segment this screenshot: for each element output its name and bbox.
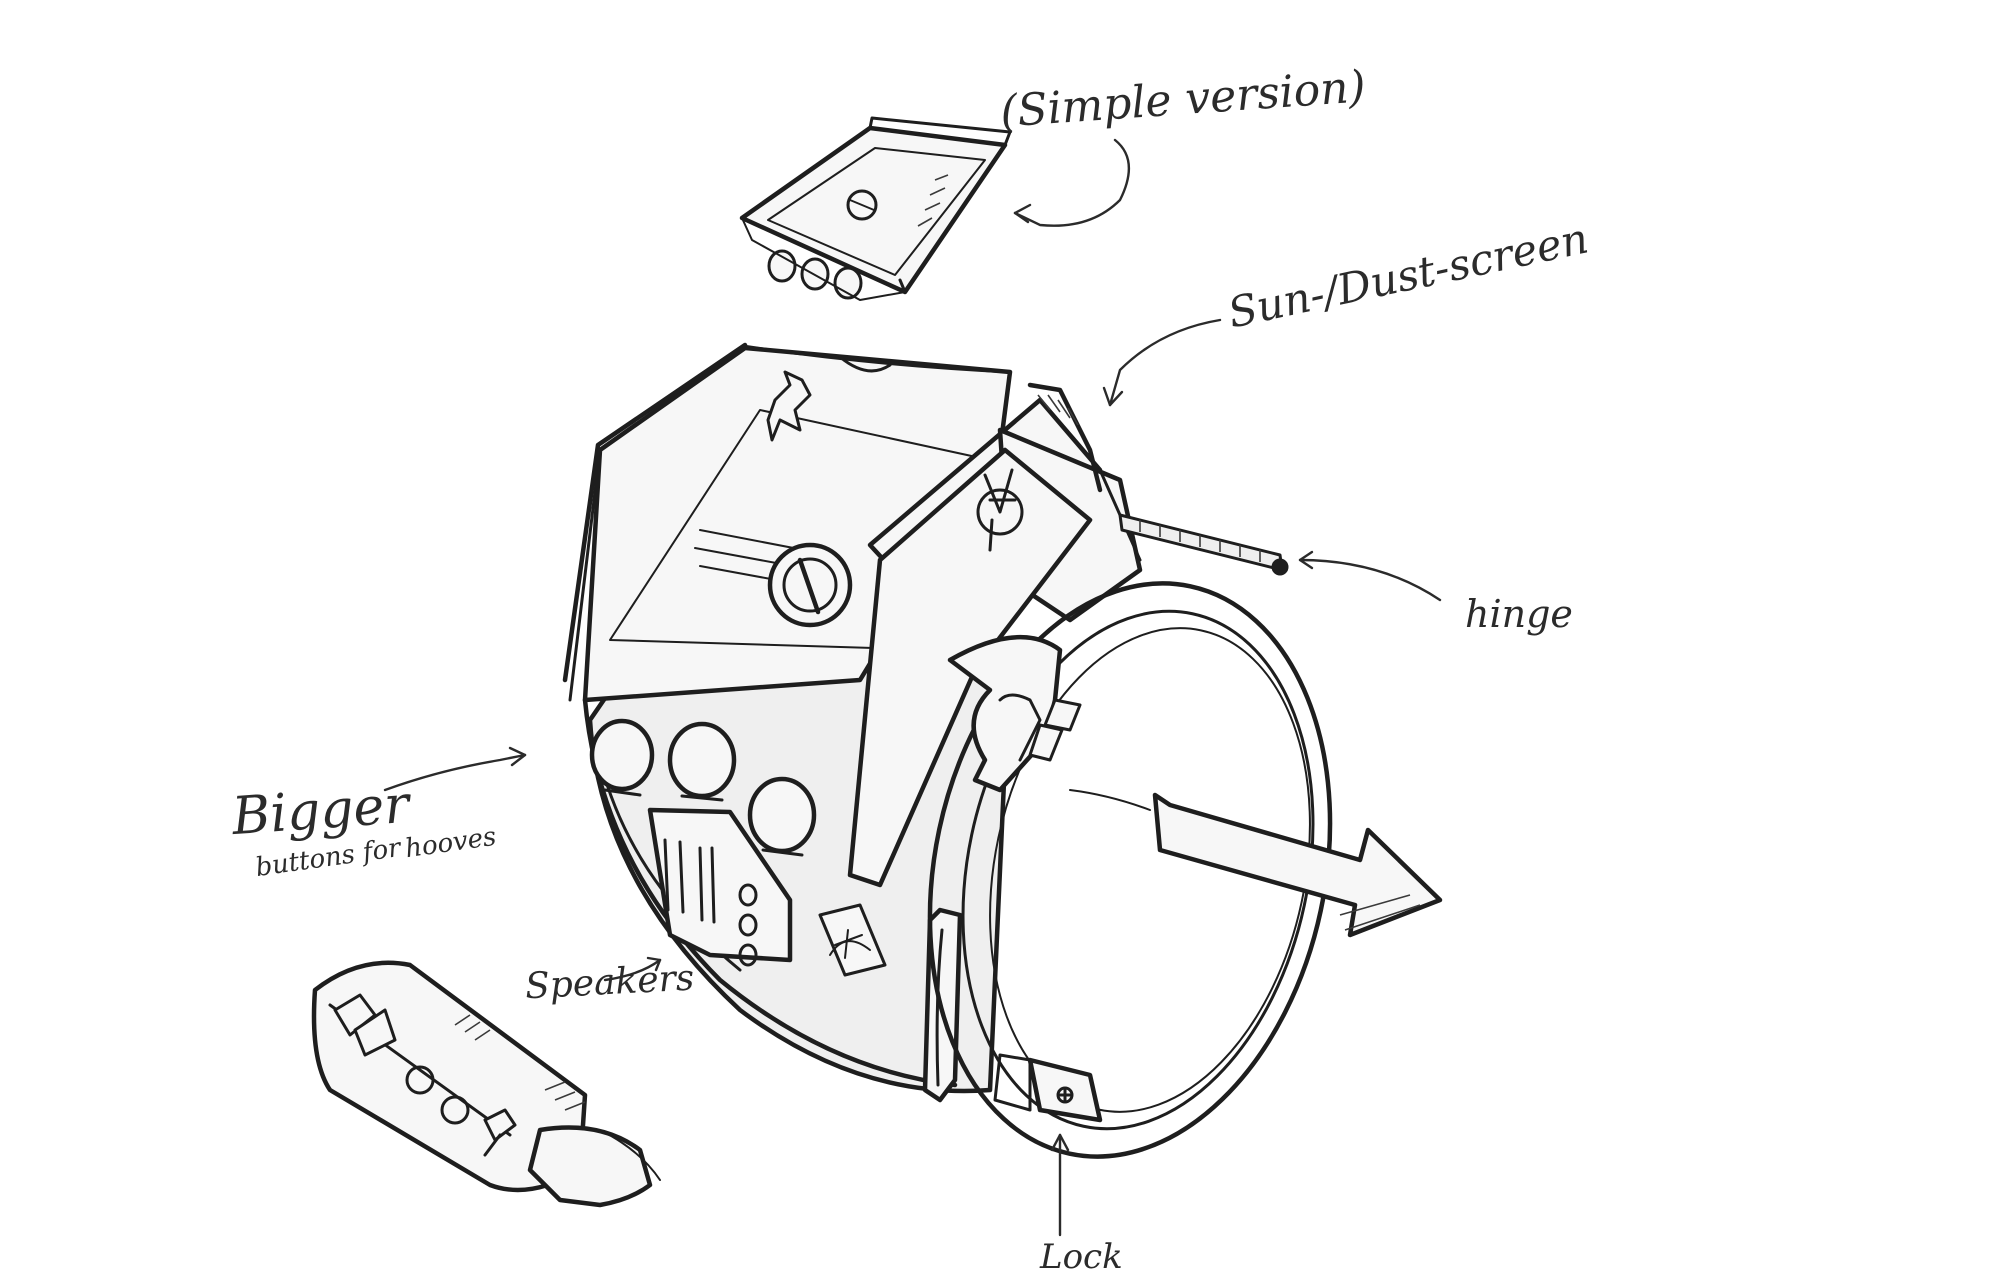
label-lock: Lock: [1040, 1237, 1123, 1277]
main-device: [562, 342, 1443, 1159]
label-speakers: Speakers: [524, 957, 696, 1008]
label-bigger: Bigger: [230, 774, 411, 848]
annotation-arrows: [383, 138, 1442, 1237]
side-bracelet: [311, 960, 661, 1208]
label-hinge: hinge: [1465, 592, 1573, 636]
simple-version-device: [739, 116, 1012, 301]
